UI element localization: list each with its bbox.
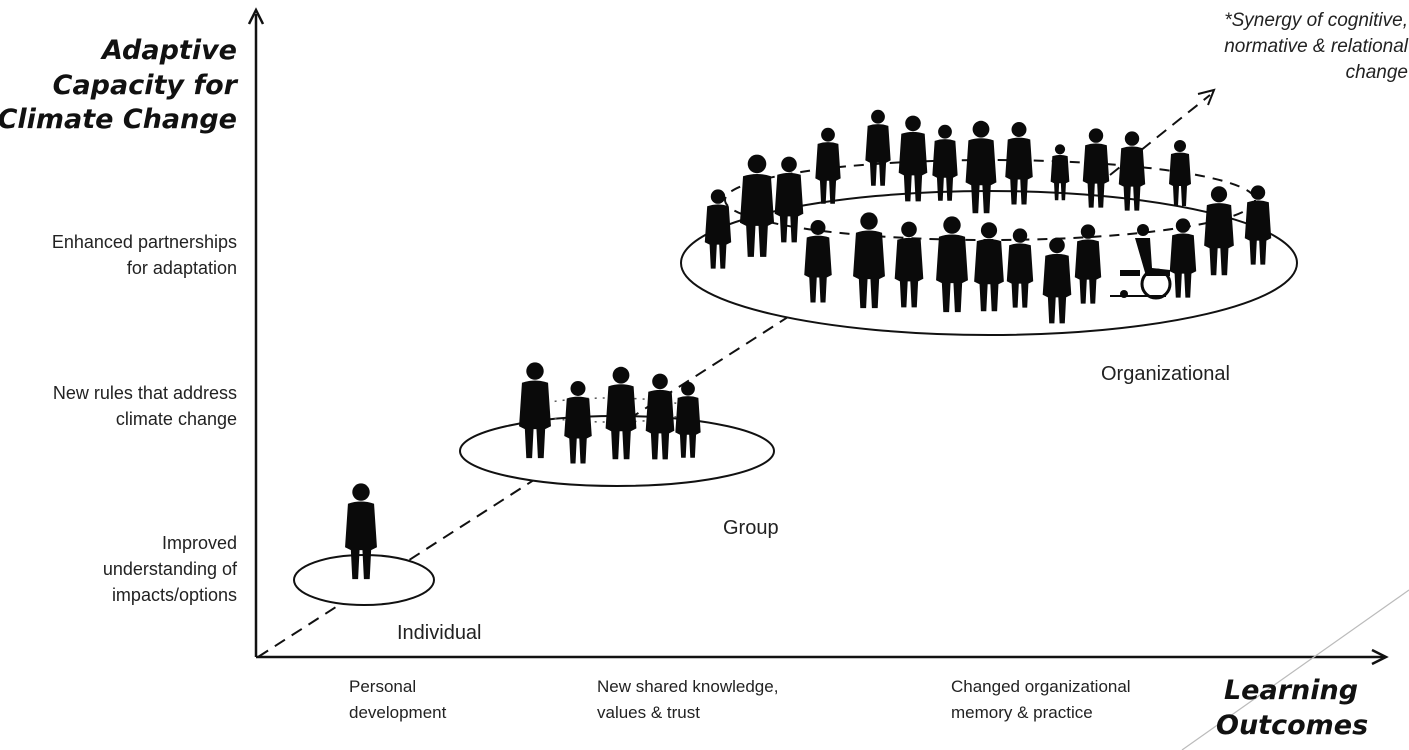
organizational-silhouettes — [704, 109, 1272, 324]
y-axis-title-line: Adaptive — [101, 35, 237, 66]
synergy-note-line: normative & relational — [1224, 35, 1408, 57]
x-level-shared: New shared knowledge, values & trust — [597, 674, 778, 725]
x-level-line: development — [349, 702, 447, 722]
stage-label-individual: Individual — [397, 622, 482, 644]
x-level-line: Changed organizational — [951, 677, 1131, 696]
y-level-line: Improved — [161, 533, 237, 553]
y-axis-title-line: Capacity for — [52, 69, 237, 101]
x-axis-title-line: Outcomes — [1216, 709, 1369, 741]
y-level-line: Enhanced partnerships — [51, 232, 237, 252]
y-axis-title: Adaptive Capacity for Climate Change — [0, 34, 237, 138]
x-level-organizational: Changed organizational memory & practice — [951, 674, 1131, 725]
stage-label-group: Group — [723, 517, 779, 539]
wheelchair-icon — [1110, 224, 1172, 300]
growth-trajectory — [257, 289, 831, 658]
synergy-arrowhead — [1197, 88, 1216, 106]
y-axis-title-line: Climate Change — [0, 104, 237, 136]
x-axis-title-line: Learning — [1223, 675, 1359, 706]
synergy-note-line: change — [1345, 61, 1408, 83]
y-axis-arrowhead — [247, 7, 265, 25]
x-level-line: New shared knowledge, — [597, 677, 779, 696]
y-level-line: understanding of — [102, 559, 237, 580]
y-level-partnerships: Enhanced partnerships for adaptation — [0, 229, 237, 281]
x-level-line: values & trust — [597, 702, 700, 722]
y-level-line: New rules that address — [52, 383, 237, 403]
x-axis-title: Learning Outcomes — [1216, 674, 1369, 743]
y-level-line: climate change — [115, 409, 237, 430]
x-axis-arrowhead — [1371, 648, 1389, 666]
stage-label-organizational: Organizational — [1101, 363, 1230, 385]
y-level-rules: New rules that address climate change — [0, 380, 237, 432]
slide-decoration-line — [1181, 589, 1409, 750]
y-level-line: impacts/options — [111, 585, 237, 606]
x-level-personal: Personal development — [349, 674, 446, 725]
synergy-note-line: *Synergy of cognitive, — [1224, 10, 1408, 31]
x-level-line: memory & practice — [951, 702, 1093, 722]
y-level-understanding: Improved understanding of impacts/option… — [0, 530, 237, 608]
y-level-line: for adaptation — [126, 258, 237, 279]
synergy-note: *Synergy of cognitive, normative & relat… — [1152, 8, 1408, 85]
x-level-line: Personal — [349, 677, 417, 696]
